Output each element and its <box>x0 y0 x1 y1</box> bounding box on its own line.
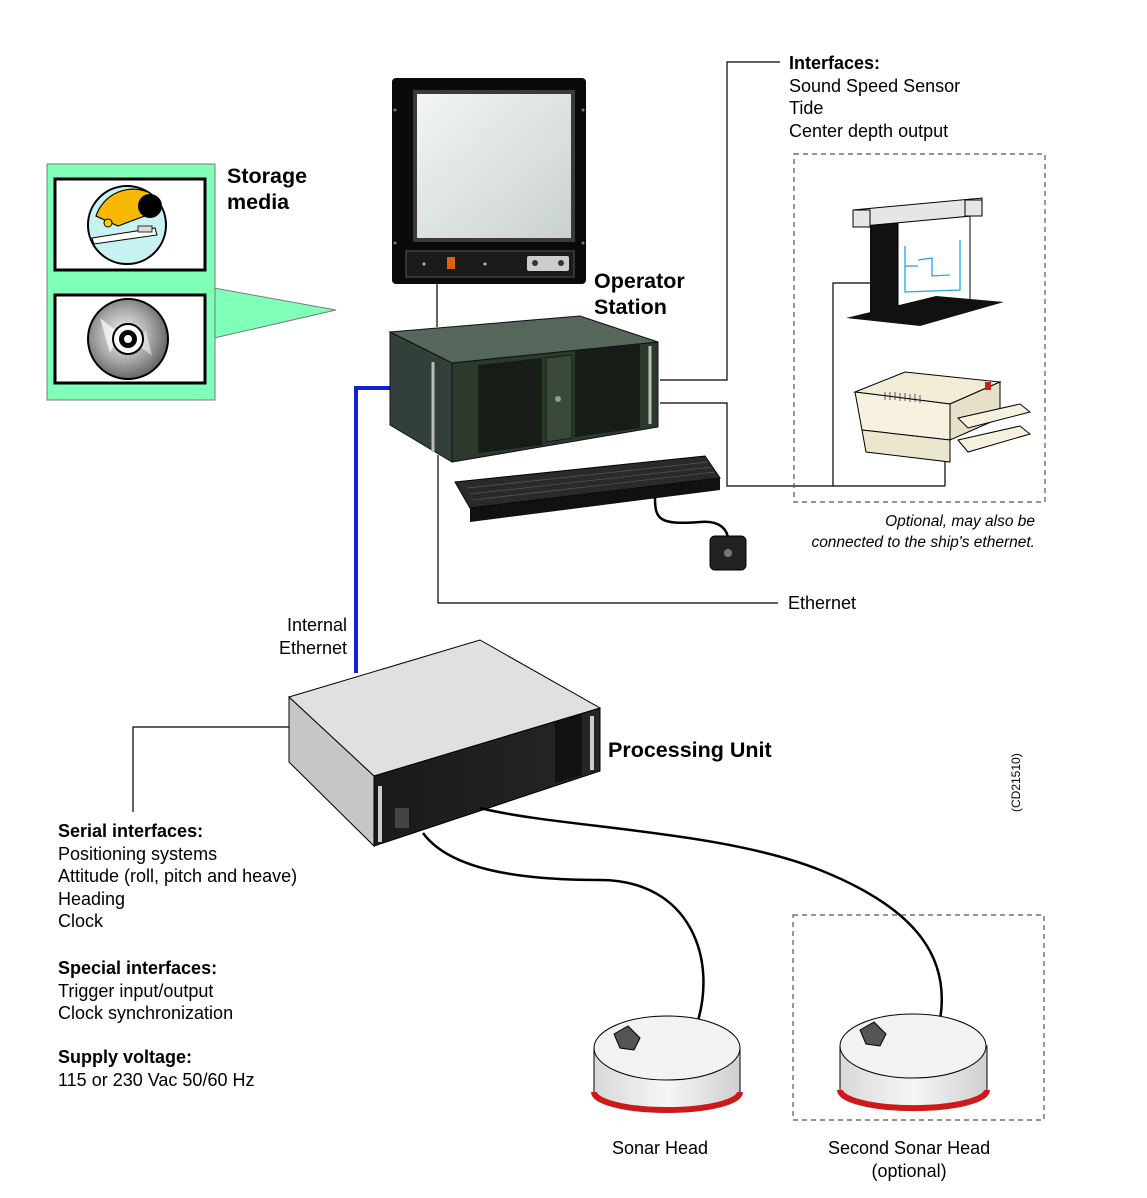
tape-cartridge-icon <box>87 185 167 265</box>
sonar-head-label: Sonar Head <box>612 1138 709 1158</box>
supply-voltage-title: Supply voltage: <box>58 1047 193 1067</box>
storage-title-line2: media <box>227 190 290 214</box>
sonar-head <box>591 1015 743 1113</box>
storage-media-label: Storage media <box>227 163 307 215</box>
second-sonar-line1: Second Sonar Head <box>828 1138 991 1158</box>
interfaces-item: Sound Speed Sensor <box>789 75 961 96</box>
optional-sonar-box <box>792 914 1045 1121</box>
serial-interfaces-item: Positioning systems <box>58 843 218 864</box>
monitor-display <box>392 78 586 284</box>
laser-printer <box>853 371 1032 463</box>
serial-interfaces-title: Serial interfaces: <box>58 821 204 841</box>
sonar-cable-2 <box>479 806 944 1045</box>
processing-unit-label: Processing Unit <box>608 738 772 762</box>
second-sonar-head <box>837 1013 990 1112</box>
operator-cabinet <box>388 315 659 463</box>
special-interfaces-block: Special interfaces: Trigger input/output… <box>58 957 233 1025</box>
keyboard <box>454 455 721 522</box>
operator-station-label: Operator Station <box>594 268 685 320</box>
second-sonar-line2: (optional) <box>871 1160 947 1181</box>
optional-note-line2: connected to the ship's ethernet. <box>811 534 1035 551</box>
supply-voltage-block: Supply voltage: 115 or 230 Vac 50/60 Hz <box>58 1046 254 1091</box>
mouse <box>709 535 747 571</box>
interfaces-item: Tide <box>789 98 824 118</box>
mouse-cable <box>653 497 730 541</box>
interfaces-title: Interfaces: <box>789 53 881 73</box>
ethernet-label: Ethernet <box>788 593 857 613</box>
optional-peripherals-box <box>793 153 1046 503</box>
serial-interfaces-item: Attitude (roll, pitch and heave) <box>58 866 298 886</box>
second-sonar-head-label: Second Sonar Head (optional) <box>828 1137 990 1182</box>
special-interfaces-item: Clock synchronization <box>58 1003 234 1023</box>
special-interfaces-item: Trigger input/output <box>58 980 214 1001</box>
serial-interfaces-item: Heading <box>58 888 126 909</box>
interfaces-block: Interfaces: Sound Speed Sensor Tide Cent… <box>789 52 960 142</box>
storage-title-line1: Storage <box>227 164 308 188</box>
internal-ethernet-label: Internal Ethernet <box>279 614 347 659</box>
figure-code: (CD21510) <box>1009 753 1023 812</box>
cd-disc-icon <box>87 298 169 380</box>
optional-note: Optional, may also be connected to the s… <box>811 511 1035 553</box>
internal-ethernet-line1: Internal <box>286 615 347 635</box>
operator-title-line1: Operator <box>594 269 685 293</box>
internal-ethernet-line2: Ethernet <box>278 637 347 658</box>
storage-media-panel <box>46 163 337 401</box>
plotter <box>846 197 1004 326</box>
special-interfaces-title: Special interfaces: <box>58 958 218 978</box>
processing-unit <box>288 639 602 848</box>
supply-voltage-value: 115 or 230 Vac 50/60 Hz <box>58 1069 255 1090</box>
serial-interfaces-block: Serial interfaces: Positioning systems A… <box>58 820 297 933</box>
operator-title-line2: Station <box>594 295 667 319</box>
interfaces-item: Center depth output <box>789 120 949 141</box>
sonar-cable-1 <box>421 832 705 1049</box>
optional-note-line1: Optional, may also be <box>885 513 1035 530</box>
connection-lines <box>132 61 946 812</box>
serial-interfaces-item: Clock <box>58 911 104 931</box>
